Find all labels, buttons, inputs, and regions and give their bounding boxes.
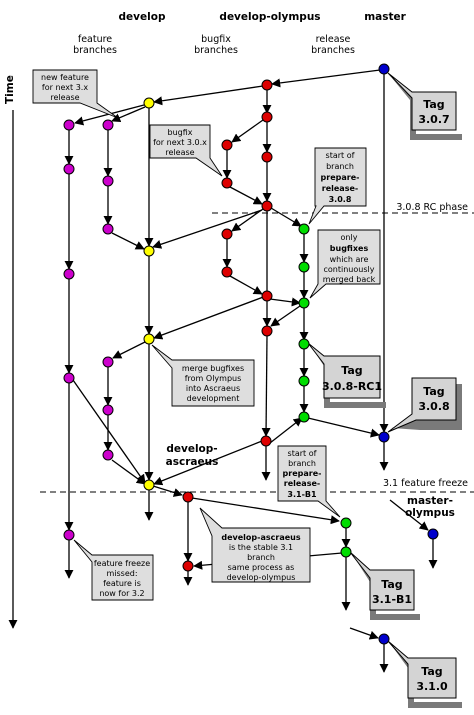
svg-text:Tag: Tag	[423, 385, 444, 398]
svg-text:is the stable 3.1: is the stable 3.1	[229, 543, 293, 552]
svg-text:3.1.0: 3.1.0	[416, 680, 448, 693]
svg-text:3.0.8: 3.0.8	[418, 400, 449, 413]
svg-text:3.0.8: 3.0.8	[329, 195, 352, 204]
header-bugfix-branches: branches	[194, 45, 238, 56]
edges	[64, 69, 438, 673]
header-feature: feature	[78, 34, 112, 45]
commits-release	[298, 223, 352, 558]
rc-phase-label: 3.0.8 RC phase	[396, 202, 468, 213]
commit-master-310	[378, 633, 390, 645]
svg-text:for next 3.x: for next 3.x	[42, 83, 88, 92]
commits-master	[378, 63, 439, 645]
note-freeze-missed: feature freeze missed: feature is now fo…	[73, 539, 154, 601]
note-new-feature: new feature for next 3.x release	[32, 69, 119, 119]
commit-master-olympus	[427, 528, 439, 540]
svg-text:3.1-B1: 3.1-B1	[287, 490, 317, 499]
svg-text:from Olympus: from Olympus	[185, 374, 242, 383]
note-develop-ascraeus-stable: develop-ascraeus is the stable 3.1 branc…	[199, 507, 311, 583]
svg-text:release-: release-	[322, 184, 358, 193]
svg-text:missed:: missed:	[106, 569, 137, 578]
svg-text:Tag: Tag	[341, 364, 362, 377]
header-release: release	[316, 34, 351, 45]
commits-olympus	[182, 79, 273, 572]
commits-develop	[143, 97, 155, 491]
tag-3-0-8: Tag 3.0.8	[387, 377, 462, 433]
svg-text:branch: branch	[326, 162, 354, 171]
svg-text:continuously: continuously	[324, 265, 375, 274]
svg-text:3.0.7: 3.0.7	[418, 113, 449, 126]
svg-text:develop-olympus: develop-olympus	[227, 573, 296, 582]
svg-text:bugfix: bugfix	[168, 128, 193, 137]
svg-text:prepare-: prepare-	[283, 469, 322, 478]
tag-3-1-0: Tag 3.1.0	[387, 640, 462, 708]
svg-text:which are: which are	[330, 255, 369, 264]
master-olympus-label: master-olympus	[405, 495, 455, 519]
svg-text:Tag: Tag	[421, 665, 442, 678]
svg-text:same process as: same process as	[228, 563, 295, 572]
svg-text:3.1-B1: 3.1-B1	[372, 593, 412, 606]
svg-text:start of: start of	[288, 449, 317, 458]
svg-text:feature is: feature is	[103, 579, 141, 588]
svg-text:release: release	[165, 148, 194, 157]
note-start-prepare-31b1: start of branch prepare- release- 3.1-B1	[277, 445, 341, 518]
svg-text:branch: branch	[247, 553, 275, 562]
note-only-bugfixes: only bugfixes which are continuously mer…	[309, 229, 381, 299]
commits-feature	[63, 119, 114, 541]
header-bugfix: bugfix	[201, 34, 231, 45]
svg-text:into Ascraeus: into Ascraeus	[186, 384, 240, 393]
svg-text:release-: release-	[284, 479, 320, 488]
time-axis-label: Time	[4, 75, 16, 104]
svg-text:branch: branch	[288, 459, 316, 468]
svg-text:prepare-: prepare-	[321, 173, 360, 182]
svg-text:bugfixes: bugfixes	[330, 244, 369, 253]
note-start-prepare-308: start of branch prepare- release- 3.0.8	[308, 147, 367, 225]
svg-text:3.0.8-RC1: 3.0.8-RC1	[322, 380, 382, 393]
svg-text:Tag: Tag	[423, 98, 444, 111]
commit-master-307	[378, 63, 390, 75]
svg-text:new feature: new feature	[41, 73, 89, 82]
header-master: master	[364, 11, 406, 23]
header-develop: develop	[119, 11, 166, 23]
svg-text:Tag: Tag	[381, 578, 402, 591]
feature-freeze-label: 3.1 feature freeze	[383, 478, 468, 489]
header-develop-olympus: develop-olympus	[219, 11, 320, 23]
svg-text:for next 3.0.x: for next 3.0.x	[153, 138, 207, 147]
note-merge-bugfixes: merge bugfixes from Olympus into Ascraeu…	[151, 344, 255, 407]
header-feature-branches: branches	[73, 45, 117, 56]
svg-text:release: release	[50, 93, 79, 102]
svg-text:merge bugfixes: merge bugfixes	[182, 364, 244, 373]
tag-3-0-8-rc1: Tag 3.0.8-RC1	[307, 342, 386, 408]
header-release-branches: branches	[311, 45, 355, 56]
tag-3-0-7: Tag 3.0.7	[387, 72, 462, 140]
svg-text:development: development	[187, 394, 240, 403]
note-bugfix-next: bugfix for next 3.0.x release	[149, 124, 223, 177]
svg-text:start of: start of	[326, 151, 355, 160]
svg-text:feature freeze: feature freeze	[94, 559, 150, 568]
svg-text:only: only	[341, 233, 358, 242]
develop-ascraeus-label: develop-ascraeus	[166, 443, 219, 468]
svg-text:develop-ascraeus: develop-ascraeus	[221, 533, 300, 542]
tag-3-1-b1: Tag 3.1-B1	[349, 551, 420, 620]
svg-text:merged back: merged back	[323, 275, 376, 284]
commit-master-308	[378, 431, 390, 443]
svg-text:now for 3.2: now for 3.2	[99, 589, 144, 598]
